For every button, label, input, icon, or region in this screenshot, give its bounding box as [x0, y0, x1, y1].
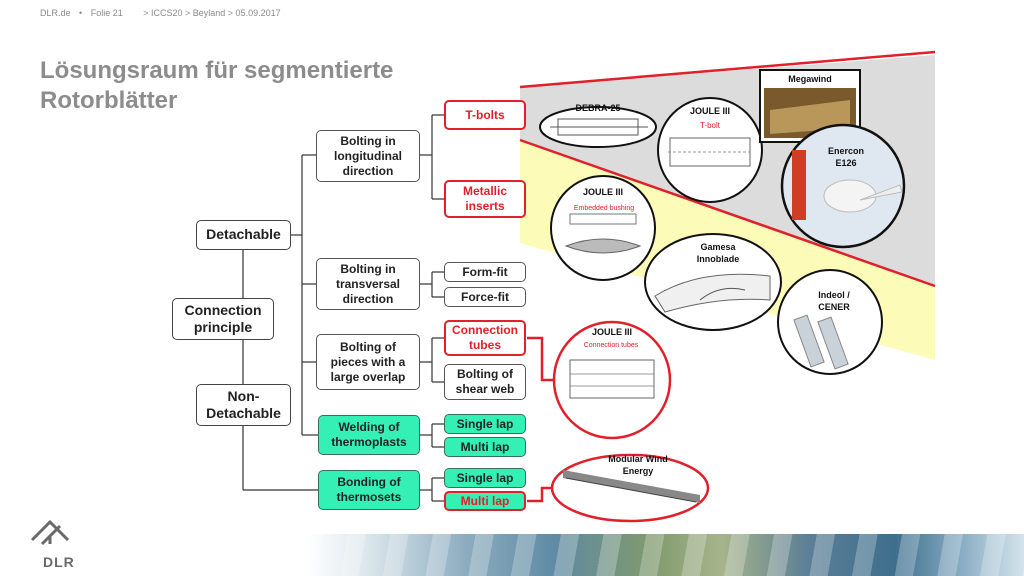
node-t-bolts: T-bolts — [444, 100, 526, 130]
earth-banner-overlay — [305, 534, 1024, 576]
dlr-logo-text: DLR — [43, 554, 75, 570]
caption-modular: Modular Wind Energy — [608, 454, 668, 476]
page-title: Lösungsraum für segmentierte Rotorblätte… — [40, 56, 393, 116]
node-connection-principle: Connection principle — [172, 298, 274, 340]
slide-header: DLR.de • Folie 21 > ICCS20 > Beyland > 0… — [40, 8, 287, 18]
caption-joule-tbolt-sub: T-bolt — [699, 121, 720, 130]
caption-gamesa: Gamesa Innoblade — [696, 242, 740, 264]
node-bonding-single-lap: Single lap — [444, 468, 526, 488]
title-line-1: Lösungsraum für segmentierte — [40, 57, 394, 84]
band-divider — [519, 138, 936, 288]
example-joule-tubes — [552, 320, 672, 440]
dlr-logo-icon — [30, 519, 70, 546]
tree-connectors — [242, 114, 444, 502]
caption-megawind: Megawind — [788, 74, 832, 84]
example-joule-tbolt — [657, 97, 763, 203]
caption-joule-embedded: JOULE III — [582, 187, 623, 197]
example-indeol — [777, 269, 883, 375]
caption-joule-tubes: JOULE III — [591, 327, 632, 337]
example-debra — [539, 106, 657, 148]
caption-indeol: Indeol / CENER — [818, 290, 850, 312]
node-force-fit: Force-fit — [444, 287, 526, 307]
breadcrumb: > ICCS20 > Beyland > 05.09.2017 — [143, 8, 281, 18]
caption-joule-embedded-sub: Embedded bushing — [573, 205, 635, 212]
node-detachable: Detachable — [196, 220, 291, 250]
title-line-2: Rotorblätter — [40, 87, 178, 114]
bullet: • — [79, 8, 83, 18]
node-bonding: Bonding of thermosets — [318, 470, 420, 510]
example-enercon — [780, 123, 906, 249]
example-joule-embedded — [550, 175, 656, 281]
example-modular — [550, 453, 710, 523]
site-name: DLR.de — [40, 8, 71, 18]
node-connection-tubes: Connection tubes — [444, 320, 526, 356]
node-welding-single-lap: Single lap — [444, 414, 526, 434]
tubes-highlight-connector — [527, 336, 560, 382]
node-welding: Welding of thermoplasts — [318, 415, 420, 455]
node-bolting-shear-web: Bolting of shear web — [444, 364, 526, 400]
caption-joule-tbolt: JOULE III — [689, 106, 730, 116]
multilap-highlight-connector — [527, 486, 556, 503]
node-bolting-longitudinal: Bolting in longitudinal direction — [316, 130, 420, 182]
node-bonding-multi-lap: Multi lap — [444, 491, 526, 511]
node-form-fit: Form-fit — [444, 262, 526, 282]
grey-band-top-edge — [519, 50, 936, 89]
node-metallic-inserts: Metallic inserts — [444, 180, 526, 218]
node-non-detachable: Non-Detachable — [196, 384, 291, 426]
node-bolting-transversal: Bolting in transversal direction — [316, 258, 420, 310]
slide-number: Folie 21 — [90, 8, 123, 18]
example-gamesa — [644, 233, 782, 331]
node-bolting-overlap: Bolting of pieces with a large overlap — [316, 334, 420, 390]
node-welding-multi-lap: Multi lap — [444, 437, 526, 457]
caption-joule-tubes-sub: Connection tubes — [583, 342, 639, 349]
earth-banner — [305, 534, 1024, 576]
caption-enercon: Enercon E126 — [827, 146, 864, 168]
caption-debra: DEBRA-25 — [575, 103, 621, 113]
